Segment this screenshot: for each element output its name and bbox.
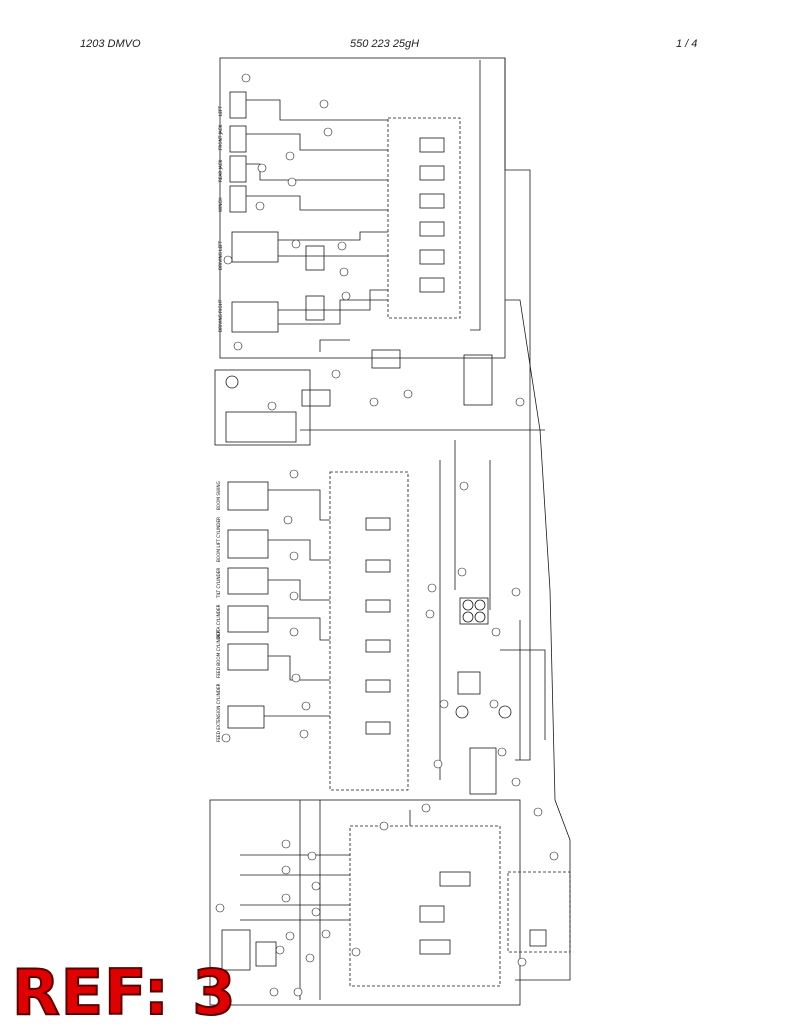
pump-section-frame [214, 369, 311, 446]
bottom-section-frame [209, 799, 521, 1006]
motor-group [459, 597, 489, 625]
main-pump-symbol [225, 375, 239, 389]
return-line-a [504, 58, 531, 761]
pump-control-block [225, 411, 297, 443]
bottom-valve-spools [419, 871, 471, 955]
boom-valve-bank [329, 471, 409, 791]
label-feed-extension: FEED EXTENSION CYLINDER [216, 683, 221, 742]
tank-valve [529, 929, 547, 947]
label-driving-left: DRIVING LEFT [218, 241, 223, 270]
boom-feed-lines [264, 489, 330, 717]
boom-actuators [227, 481, 269, 729]
pilot-valve [371, 349, 401, 369]
label-boom-lift: BOOM LIFT CYLINDER [216, 517, 221, 562]
label-boom-swing: BOOM SWING [216, 481, 221, 510]
label-driving-right: DRIVING RIGHT [218, 299, 223, 332]
reference-balloons [215, 73, 559, 997]
boom-valve-spools [365, 517, 391, 735]
top-valve-bank [387, 117, 461, 319]
control-block-bottom [221, 929, 251, 971]
cooler-loop [500, 649, 546, 740]
document-number: 550 223 25gH [350, 38, 420, 50]
label-rear-jack: REAR JACK [218, 159, 223, 182]
top-feed-lines [246, 99, 388, 352]
cooler-right [498, 705, 512, 719]
top-actuators [229, 91, 325, 333]
return-line-c [505, 299, 571, 981]
label-left: LEFT [218, 106, 223, 116]
document-id: 1203 DMVO [80, 38, 141, 50]
relief-valve [457, 671, 481, 695]
top-section-frame [219, 57, 506, 359]
mid-section-labels: BOOM SWING BOOM LIFT CYLINDER TILT CYLIN… [216, 481, 221, 742]
bottom-valve-bank [349, 825, 501, 987]
priority-valve [301, 389, 331, 407]
return-line-b [470, 60, 481, 331]
label-tilt: TILT CYLINDER [216, 568, 221, 599]
top-valve-spools [419, 137, 445, 293]
label-feed-boom: FEED BOOM CYLINDER [216, 630, 221, 678]
return-filter-mid [469, 747, 497, 795]
return-filter-top [463, 354, 493, 406]
label-winch: WINCH [218, 197, 223, 212]
bottom-feed-lines [240, 800, 411, 1000]
top-section-labels: LEFT FRONT JACK REAR JACK WINCH DRIVING … [218, 106, 223, 332]
label-front-jack: FRONT JACK [218, 124, 223, 150]
page-number: 1 / 4 [676, 38, 698, 50]
filter-group-bottom [507, 871, 571, 953]
pilot-block-bottom [255, 941, 277, 967]
label-rota: ROTA CYLINDER [216, 604, 221, 638]
cooler-left [455, 705, 469, 719]
ref-label: REF: 3 [11, 956, 237, 1029]
